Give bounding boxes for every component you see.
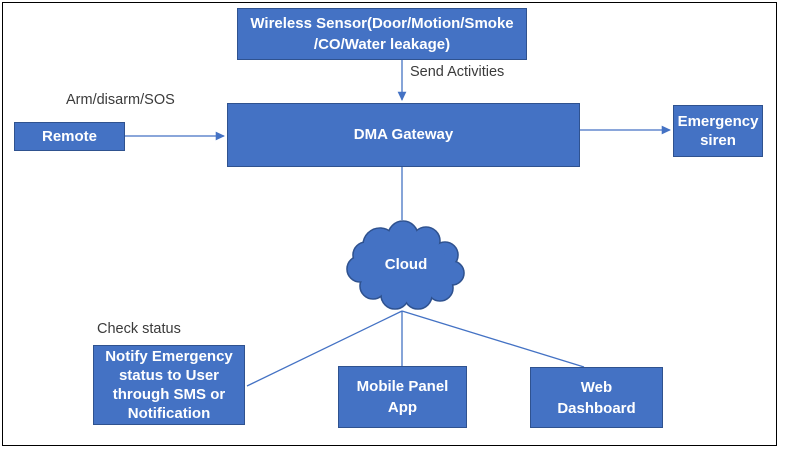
node-web-dashboard: Web Dashboard bbox=[530, 367, 663, 428]
node-emergency-siren: Emergency siren bbox=[673, 105, 763, 157]
node-cloud: Cloud bbox=[342, 217, 470, 312]
connector-cloud-to-notify bbox=[246, 310, 403, 387]
connector-cloud-to-web bbox=[401, 310, 585, 368]
node-wireless-sensor: Wireless Sensor(Door/Motion/Smoke /CO/Wa… bbox=[237, 8, 527, 60]
cloud-shape-icon bbox=[346, 220, 465, 310]
node-dma-gateway: DMA Gateway bbox=[227, 103, 580, 167]
edge-label-send-activities: Send Activities bbox=[410, 64, 505, 80]
edge-label-arm-disarm-sos: Arm/disarm/SOS bbox=[66, 92, 175, 108]
node-mobile-panel-app: Mobile Panel App bbox=[338, 366, 467, 428]
diagram-frame bbox=[2, 2, 777, 446]
node-notify-emergency: Notify Emergency status to User through … bbox=[93, 345, 245, 425]
edge-label-check-status: Check status bbox=[97, 321, 181, 337]
node-remote: Remote bbox=[14, 122, 125, 151]
node-cloud-label: Cloud bbox=[384, 256, 428, 273]
